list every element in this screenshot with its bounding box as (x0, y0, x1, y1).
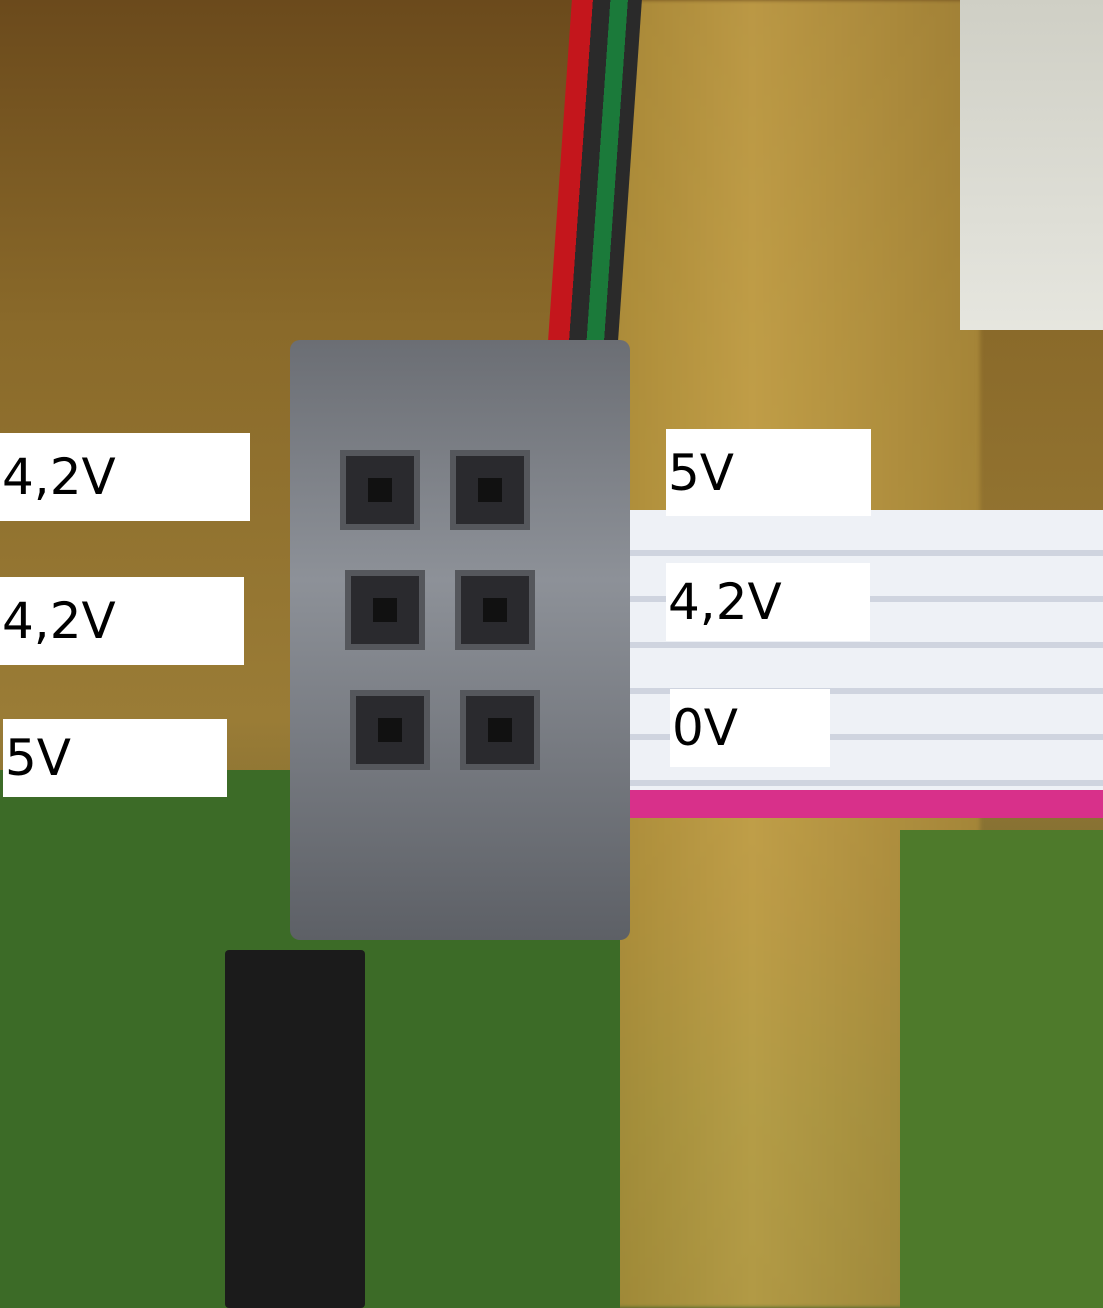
pin-right-2 (455, 570, 535, 650)
six-pin-connector (290, 340, 630, 940)
label-right-pin-1: 5V (666, 429, 871, 516)
background-wall (960, 0, 1103, 330)
label-left-pin-3: 5V (3, 719, 227, 797)
pin-left-1 (340, 450, 420, 530)
pin-left-2 (345, 570, 425, 650)
label-right-pin-2: 4,2V (666, 563, 870, 641)
ic-chip (225, 950, 365, 1308)
pin-left-3 (350, 690, 430, 770)
pin-right-3 (460, 690, 540, 770)
ribbon-cable-stripe (615, 790, 1103, 818)
label-right-pin-3: 0V (670, 689, 830, 767)
label-left-pin-1: 4,2V (0, 433, 250, 521)
pin-right-1 (450, 450, 530, 530)
circuit-board-right (900, 830, 1103, 1308)
label-left-pin-2: 4,2V (0, 577, 244, 665)
